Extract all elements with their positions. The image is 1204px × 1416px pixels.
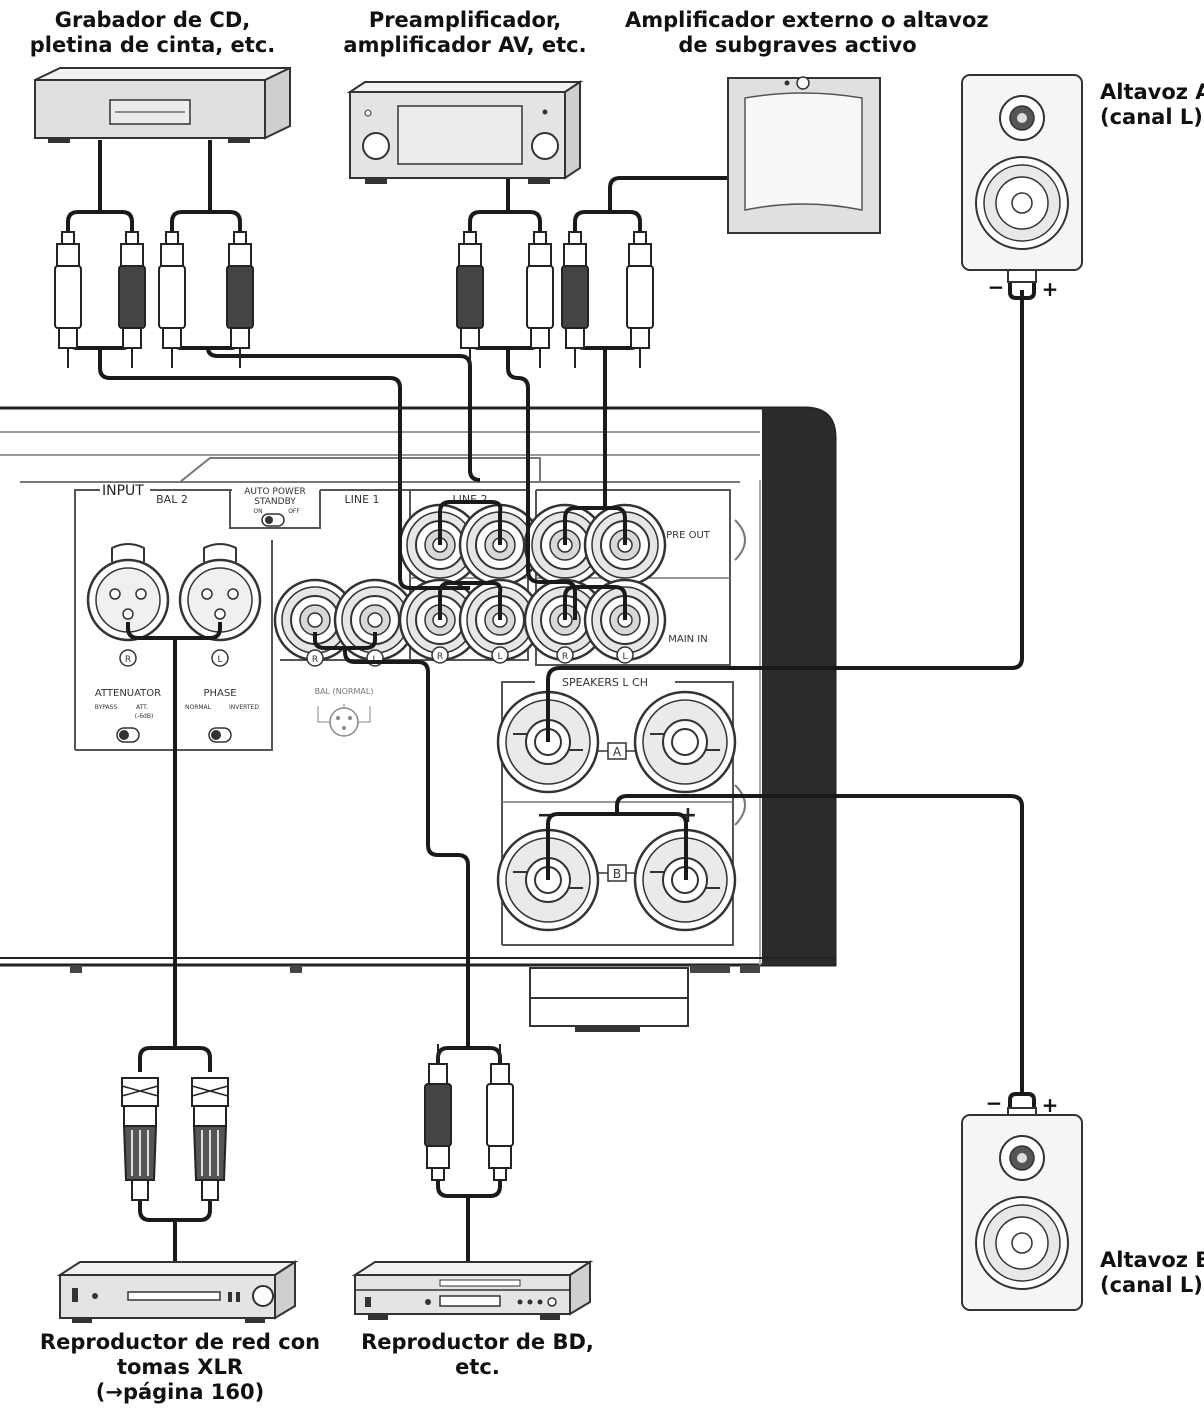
bal2-r-label: R	[125, 655, 131, 665]
xlr-plugs	[121, 1077, 229, 1201]
foot	[70, 965, 82, 973]
label-input: INPUT	[102, 483, 144, 499]
foot	[690, 965, 730, 973]
caption-subwoofer: Amplificador externo o altavoz de subgra…	[625, 8, 989, 57]
bal2-r-jack[interactable]	[86, 543, 170, 642]
speaker-b-plus-symbol: +	[1042, 1093, 1059, 1117]
line1-r-label: R	[312, 655, 318, 665]
speaker-a-label: A	[613, 745, 622, 759]
speaker-plus-symbol: +	[679, 803, 697, 828]
cd-recorder-device	[34, 66, 291, 143]
label-att-db: (-6dB)	[135, 713, 154, 720]
xlr-pin-diagram	[329, 707, 359, 737]
label-bal2: BAL 2	[156, 493, 188, 506]
label-off: OFF	[288, 508, 300, 515]
speaker-a-plus-terminal[interactable]	[633, 690, 737, 794]
label-attenuator: ATTENUATOR	[95, 688, 161, 699]
network-player-device	[56, 1260, 299, 1323]
caption-bd-player: Reproductor de BD, etc.	[361, 1330, 594, 1379]
speaker-a-plus-symbol: +	[1042, 277, 1059, 301]
line2-l-label: L	[497, 652, 502, 662]
caption-preamp: Preamplificador, amplificador AV, etc.	[343, 8, 587, 57]
caption-speaker-b: Altavoz B (canal L)	[1100, 1248, 1204, 1297]
bal2-l-label: L	[217, 655, 222, 665]
label-standby: STANDBY	[254, 497, 296, 507]
speaker-minus-symbol: −	[537, 803, 555, 828]
main-in-l-label: L	[622, 652, 627, 662]
label-speakers: SPEAKERS L CH	[562, 676, 648, 689]
speaker-a-minus-symbol: −	[988, 275, 1005, 299]
label-pre-out: PRE OUT	[666, 530, 711, 541]
bd-player-device	[351, 1260, 594, 1320]
caption-speaker-a: Altavoz A (canal L)	[1100, 80, 1204, 129]
label-line1: LINE 1	[344, 493, 379, 506]
label-bypass: BYPASS	[95, 704, 118, 711]
label-normal: NORMAL	[185, 704, 212, 711]
foot-block	[529, 967, 689, 999]
cables	[66, 140, 1036, 1262]
caption-cd-recorder: Grabador de CD, pletina de cinta, etc.	[29, 8, 276, 57]
bal2-l-jack[interactable]	[178, 543, 262, 642]
caption-network-player: Reproductor de red con tomas XLR (→págin…	[39, 1330, 321, 1404]
foot	[290, 965, 302, 973]
speaker-b-device	[961, 1107, 1083, 1311]
preamp-device	[346, 80, 584, 184]
label-inverted: INVERTED	[229, 704, 259, 711]
subwoofer-device	[727, 76, 881, 234]
foot	[740, 965, 760, 973]
speaker-b-minus-symbol: −	[986, 1091, 1003, 1115]
bd-player-plugs	[424, 1043, 514, 1181]
label-att: ATT.	[136, 704, 148, 711]
label-line2: LINE 2	[452, 493, 487, 506]
label-main-in: MAIN IN	[668, 634, 708, 645]
line2-r-label: R	[437, 652, 443, 662]
label-on: ON	[253, 508, 262, 515]
label-auto-power: AUTO POWER	[244, 487, 306, 497]
label-bal-normal: BAL (NORMAL)	[315, 687, 374, 696]
speaker-b-label: B	[613, 867, 621, 881]
main-in-r-label: R	[562, 652, 568, 662]
speaker-a-device	[961, 74, 1083, 283]
label-phase: PHASE	[203, 688, 236, 699]
